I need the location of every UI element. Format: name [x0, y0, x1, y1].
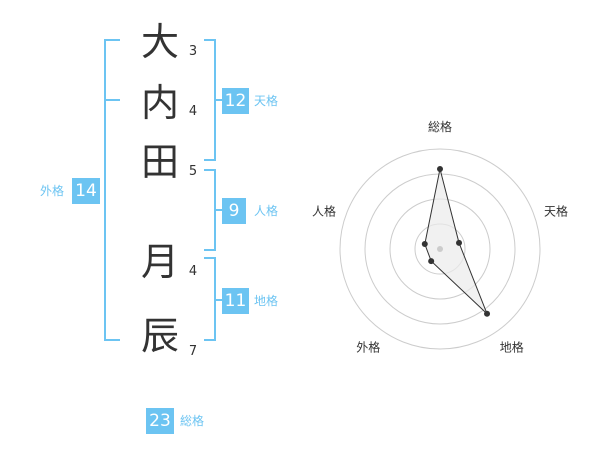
jinkaku-label: 人格 — [254, 204, 279, 218]
radar-center-dot — [437, 246, 443, 252]
gaikaku-bracket — [104, 39, 120, 341]
radar-axis-label-0: 総格 — [428, 119, 452, 134]
radar-points — [421, 166, 491, 317]
tenkaku-label: 天格 — [254, 94, 279, 108]
soukaku-label: 総格 — [180, 414, 205, 428]
stroke-count-5: 7 — [188, 344, 198, 359]
radar-area — [424, 168, 488, 315]
radar-point-2 — [484, 310, 491, 317]
gaikaku-value: 14 — [72, 178, 100, 204]
radar-point-3 — [428, 258, 435, 265]
radar-point-4 — [421, 241, 428, 248]
radar-axis-label-3: 外格 — [356, 340, 380, 355]
name-char-1: 大 — [140, 20, 179, 64]
name-char-3: 田 — [140, 140, 179, 184]
name-char-2: 内 — [140, 81, 179, 125]
radar-axis-label-1: 天格 — [544, 203, 568, 218]
radar-point-1 — [456, 239, 463, 246]
gaikaku-label: 外格 — [40, 184, 65, 198]
jinkaku-value: 9 — [222, 198, 246, 224]
tenkaku-value: 12 — [222, 88, 249, 114]
stroke-count-1: 3 — [188, 44, 198, 59]
stroke-count-3: 5 — [188, 164, 198, 179]
stroke-count-2: 4 — [188, 104, 198, 119]
radar-point-0 — [437, 166, 443, 172]
radar-ring-4 — [339, 148, 541, 350]
chikaku-label: 地格 — [254, 294, 279, 308]
name-char-5: 辰 — [140, 314, 179, 358]
radar-axis-label-2: 地格 — [500, 340, 524, 355]
radar-rings — [339, 148, 541, 350]
radar-axis-label-4: 人格 — [312, 203, 336, 218]
chikaku-value: 11 — [222, 288, 249, 314]
soukaku-value: 23 — [146, 408, 174, 434]
name-char-4: 月 — [140, 240, 179, 284]
stroke-count-4: 4 — [188, 264, 198, 279]
